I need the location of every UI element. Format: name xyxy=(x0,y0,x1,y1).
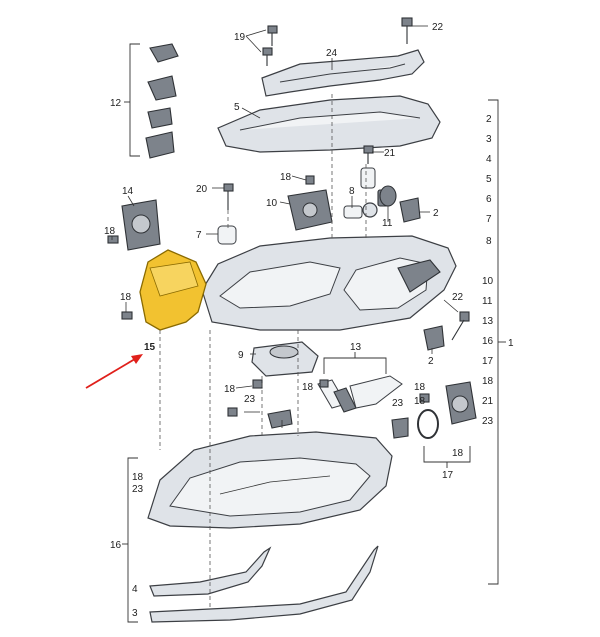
right-index-8: 8 xyxy=(486,236,492,247)
callout-17: 17 xyxy=(442,470,454,481)
callout-23-a: 23 xyxy=(244,394,256,405)
screw-18-9 xyxy=(252,379,263,389)
callout-11: 11 xyxy=(382,218,393,229)
right-index-21: 21 xyxy=(482,396,494,407)
cap-7 xyxy=(217,225,237,245)
callout-14: 14 xyxy=(122,186,134,197)
bulb-2-top xyxy=(399,197,421,223)
callout-16: 16 xyxy=(110,540,122,551)
callout-18-b: 18 xyxy=(104,226,116,237)
right-index-13: 13 xyxy=(482,316,494,327)
headlight-lens-16 xyxy=(147,431,393,529)
right-index-11: 11 xyxy=(482,296,493,307)
right-index-2: 2 xyxy=(486,114,492,125)
bulb-8 xyxy=(343,202,378,219)
lens-sublabels: 18 23 xyxy=(132,472,144,495)
right-index-10: 10 xyxy=(482,276,494,287)
bracket-24 xyxy=(261,49,425,97)
callout-10: 10 xyxy=(266,198,278,209)
lens-label-23: 23 xyxy=(132,484,144,495)
connector-23-left xyxy=(227,407,293,429)
callout-8: 8 xyxy=(349,186,355,197)
callout-12: 12 xyxy=(110,98,122,109)
screw-22-right xyxy=(451,311,470,341)
callout-3: 3 xyxy=(132,608,138,619)
callout-18-g: 18 xyxy=(414,396,426,407)
callout-7: 7 xyxy=(196,230,202,241)
screw-22-top xyxy=(401,17,413,44)
callout-23-b: 23 xyxy=(392,398,404,409)
screw-21 xyxy=(363,145,374,164)
right-index-4: 4 xyxy=(486,154,492,165)
right-column-index: 2 3 4 5 6 7 8 10 11 13 16 17 18 21 23 xyxy=(482,114,494,427)
bulb-2-right xyxy=(423,325,445,351)
right-index-17: 17 xyxy=(482,356,494,367)
bracket-group-12 xyxy=(145,43,179,159)
leader-lines xyxy=(111,25,459,428)
right-index-16: 16 xyxy=(482,336,494,347)
callout-24: 24 xyxy=(326,48,338,59)
callout-18-f: 18 xyxy=(414,382,426,393)
brackets xyxy=(122,43,506,623)
right-index-3: 3 xyxy=(486,134,492,145)
right-index-18: 18 xyxy=(482,376,494,387)
parts-group-13 xyxy=(317,375,403,413)
callout-18-a: 18 xyxy=(280,172,292,183)
callout-9: 9 xyxy=(238,350,244,361)
trim-strip-3 xyxy=(149,545,379,623)
screw-18-15 xyxy=(121,311,133,320)
callout-22-b: 22 xyxy=(452,292,464,303)
callout-15: 15 xyxy=(144,342,156,353)
screws-19 xyxy=(262,25,278,66)
callout-21: 21 xyxy=(384,148,396,159)
screw-20 xyxy=(223,183,234,210)
right-index-6: 6 xyxy=(486,194,492,205)
red-indicator-arrow xyxy=(85,354,143,389)
callout-13: 13 xyxy=(350,342,362,353)
module-9 xyxy=(251,341,319,377)
callout-5: 5 xyxy=(234,102,240,113)
assembly-dashed-lines xyxy=(159,94,367,608)
callout-4: 4 xyxy=(132,584,138,595)
mount-14 xyxy=(107,199,161,251)
connector-23-right xyxy=(391,417,409,439)
callout-1: 1 xyxy=(508,338,514,349)
screw-18-13 xyxy=(319,379,329,388)
right-index-7: 7 xyxy=(486,214,492,225)
callout-18-h: 18 xyxy=(452,448,464,459)
trim-strip-4 xyxy=(149,546,272,597)
bracket-10 xyxy=(287,175,333,231)
right-index-5: 5 xyxy=(486,174,492,185)
callout-2-a: 2 xyxy=(433,208,439,219)
ring-and-socket-17 xyxy=(417,381,477,439)
callout-20: 20 xyxy=(196,184,208,195)
headlight-housing-1 xyxy=(201,235,457,331)
callout-18-c: 18 xyxy=(120,292,132,303)
cap-11 xyxy=(379,185,397,207)
callout-22: 22 xyxy=(432,22,444,33)
right-index-23: 23 xyxy=(482,416,494,427)
callout-2-b: 2 xyxy=(428,356,434,367)
callout-19: 19 xyxy=(234,32,246,43)
callout-18-e: 18 xyxy=(302,382,314,393)
callout-18-d: 18 xyxy=(224,384,236,395)
lens-label-18: 18 xyxy=(132,472,144,483)
